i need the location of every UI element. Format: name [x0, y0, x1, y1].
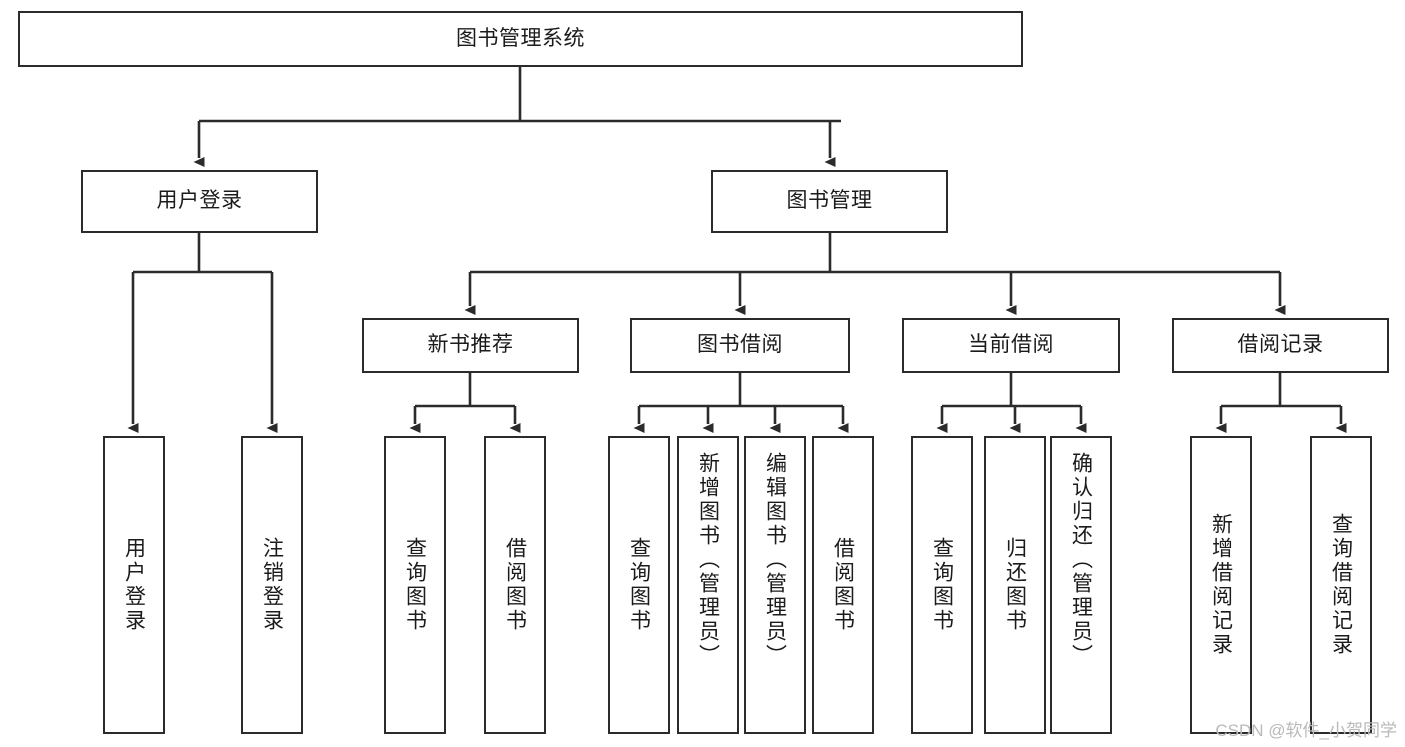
node-leaf-logout-login-label: 注销登录: [260, 537, 284, 633]
node-book-manage-label: 图书管理: [786, 189, 873, 213]
node-leaf-edit-book-admin[interactable]: 编辑图书（管理员）: [744, 436, 806, 734]
node-leaf-query-borrow-rec-label: 查询借阅记录: [1329, 513, 1353, 657]
node-leaf-query-book-2-label: 查询图书: [627, 537, 651, 633]
node-leaf-add-book-admin-label: 新增图书（管理员）: [696, 452, 720, 668]
node-leaf-query-book-2[interactable]: 查询图书: [608, 436, 670, 734]
node-leaf-add-borrow-rec-label: 新增借阅记录: [1209, 513, 1233, 657]
node-leaf-confirm-return[interactable]: 确认归还（管理员）: [1050, 436, 1112, 734]
node-user-login[interactable]: 用户登录: [81, 170, 318, 233]
node-leaf-query-book-1[interactable]: 查询图书: [384, 436, 446, 734]
node-leaf-return-book[interactable]: 归还图书: [984, 436, 1046, 734]
node-book-borrow-label: 图书借阅: [697, 333, 783, 357]
node-leaf-borrow-book-1[interactable]: 借阅图书: [484, 436, 546, 734]
node-leaf-confirm-return-label: 确认归还（管理员）: [1069, 452, 1093, 668]
node-leaf-query-book-1-label: 查询图书: [403, 537, 427, 633]
node-borrow-record[interactable]: 借阅记录: [1172, 318, 1389, 373]
node-leaf-query-book-3[interactable]: 查询图书: [911, 436, 973, 734]
node-leaf-query-borrow-rec[interactable]: 查询借阅记录: [1310, 436, 1372, 734]
node-new-book-rec[interactable]: 新书推荐: [362, 318, 579, 373]
node-leaf-logout-login[interactable]: 注销登录: [241, 436, 303, 734]
node-leaf-return-book-label: 归还图书: [1003, 537, 1027, 633]
node-leaf-user-login[interactable]: 用户登录: [103, 436, 165, 734]
node-leaf-borrow-book-2-label: 借阅图书: [831, 537, 855, 633]
node-book-borrow[interactable]: 图书借阅: [630, 318, 850, 373]
node-current-borrow-label: 当前借阅: [968, 333, 1054, 357]
watermark: CSDN @软件_小贺同学: [1215, 721, 1397, 740]
node-root[interactable]: 图书管理系统: [18, 11, 1023, 67]
node-new-book-rec-label: 新书推荐: [427, 333, 514, 357]
node-leaf-borrow-book-2[interactable]: 借阅图书: [812, 436, 874, 734]
node-current-borrow[interactable]: 当前借阅: [902, 318, 1120, 373]
node-root-label: 图书管理系统: [456, 26, 585, 50]
node-leaf-add-borrow-rec[interactable]: 新增借阅记录: [1190, 436, 1252, 734]
node-leaf-user-login-label: 用户登录: [122, 537, 146, 633]
node-leaf-add-book-admin[interactable]: 新增图书（管理员）: [677, 436, 739, 734]
node-borrow-record-label: 借阅记录: [1237, 333, 1324, 357]
node-leaf-edit-book-admin-label: 编辑图书（管理员）: [763, 452, 787, 668]
node-user-login-label: 用户登录: [156, 189, 243, 213]
node-leaf-query-book-3-label: 查询图书: [930, 537, 954, 633]
node-book-manage[interactable]: 图书管理: [711, 170, 948, 233]
node-leaf-borrow-book-1-label: 借阅图书: [503, 537, 527, 633]
